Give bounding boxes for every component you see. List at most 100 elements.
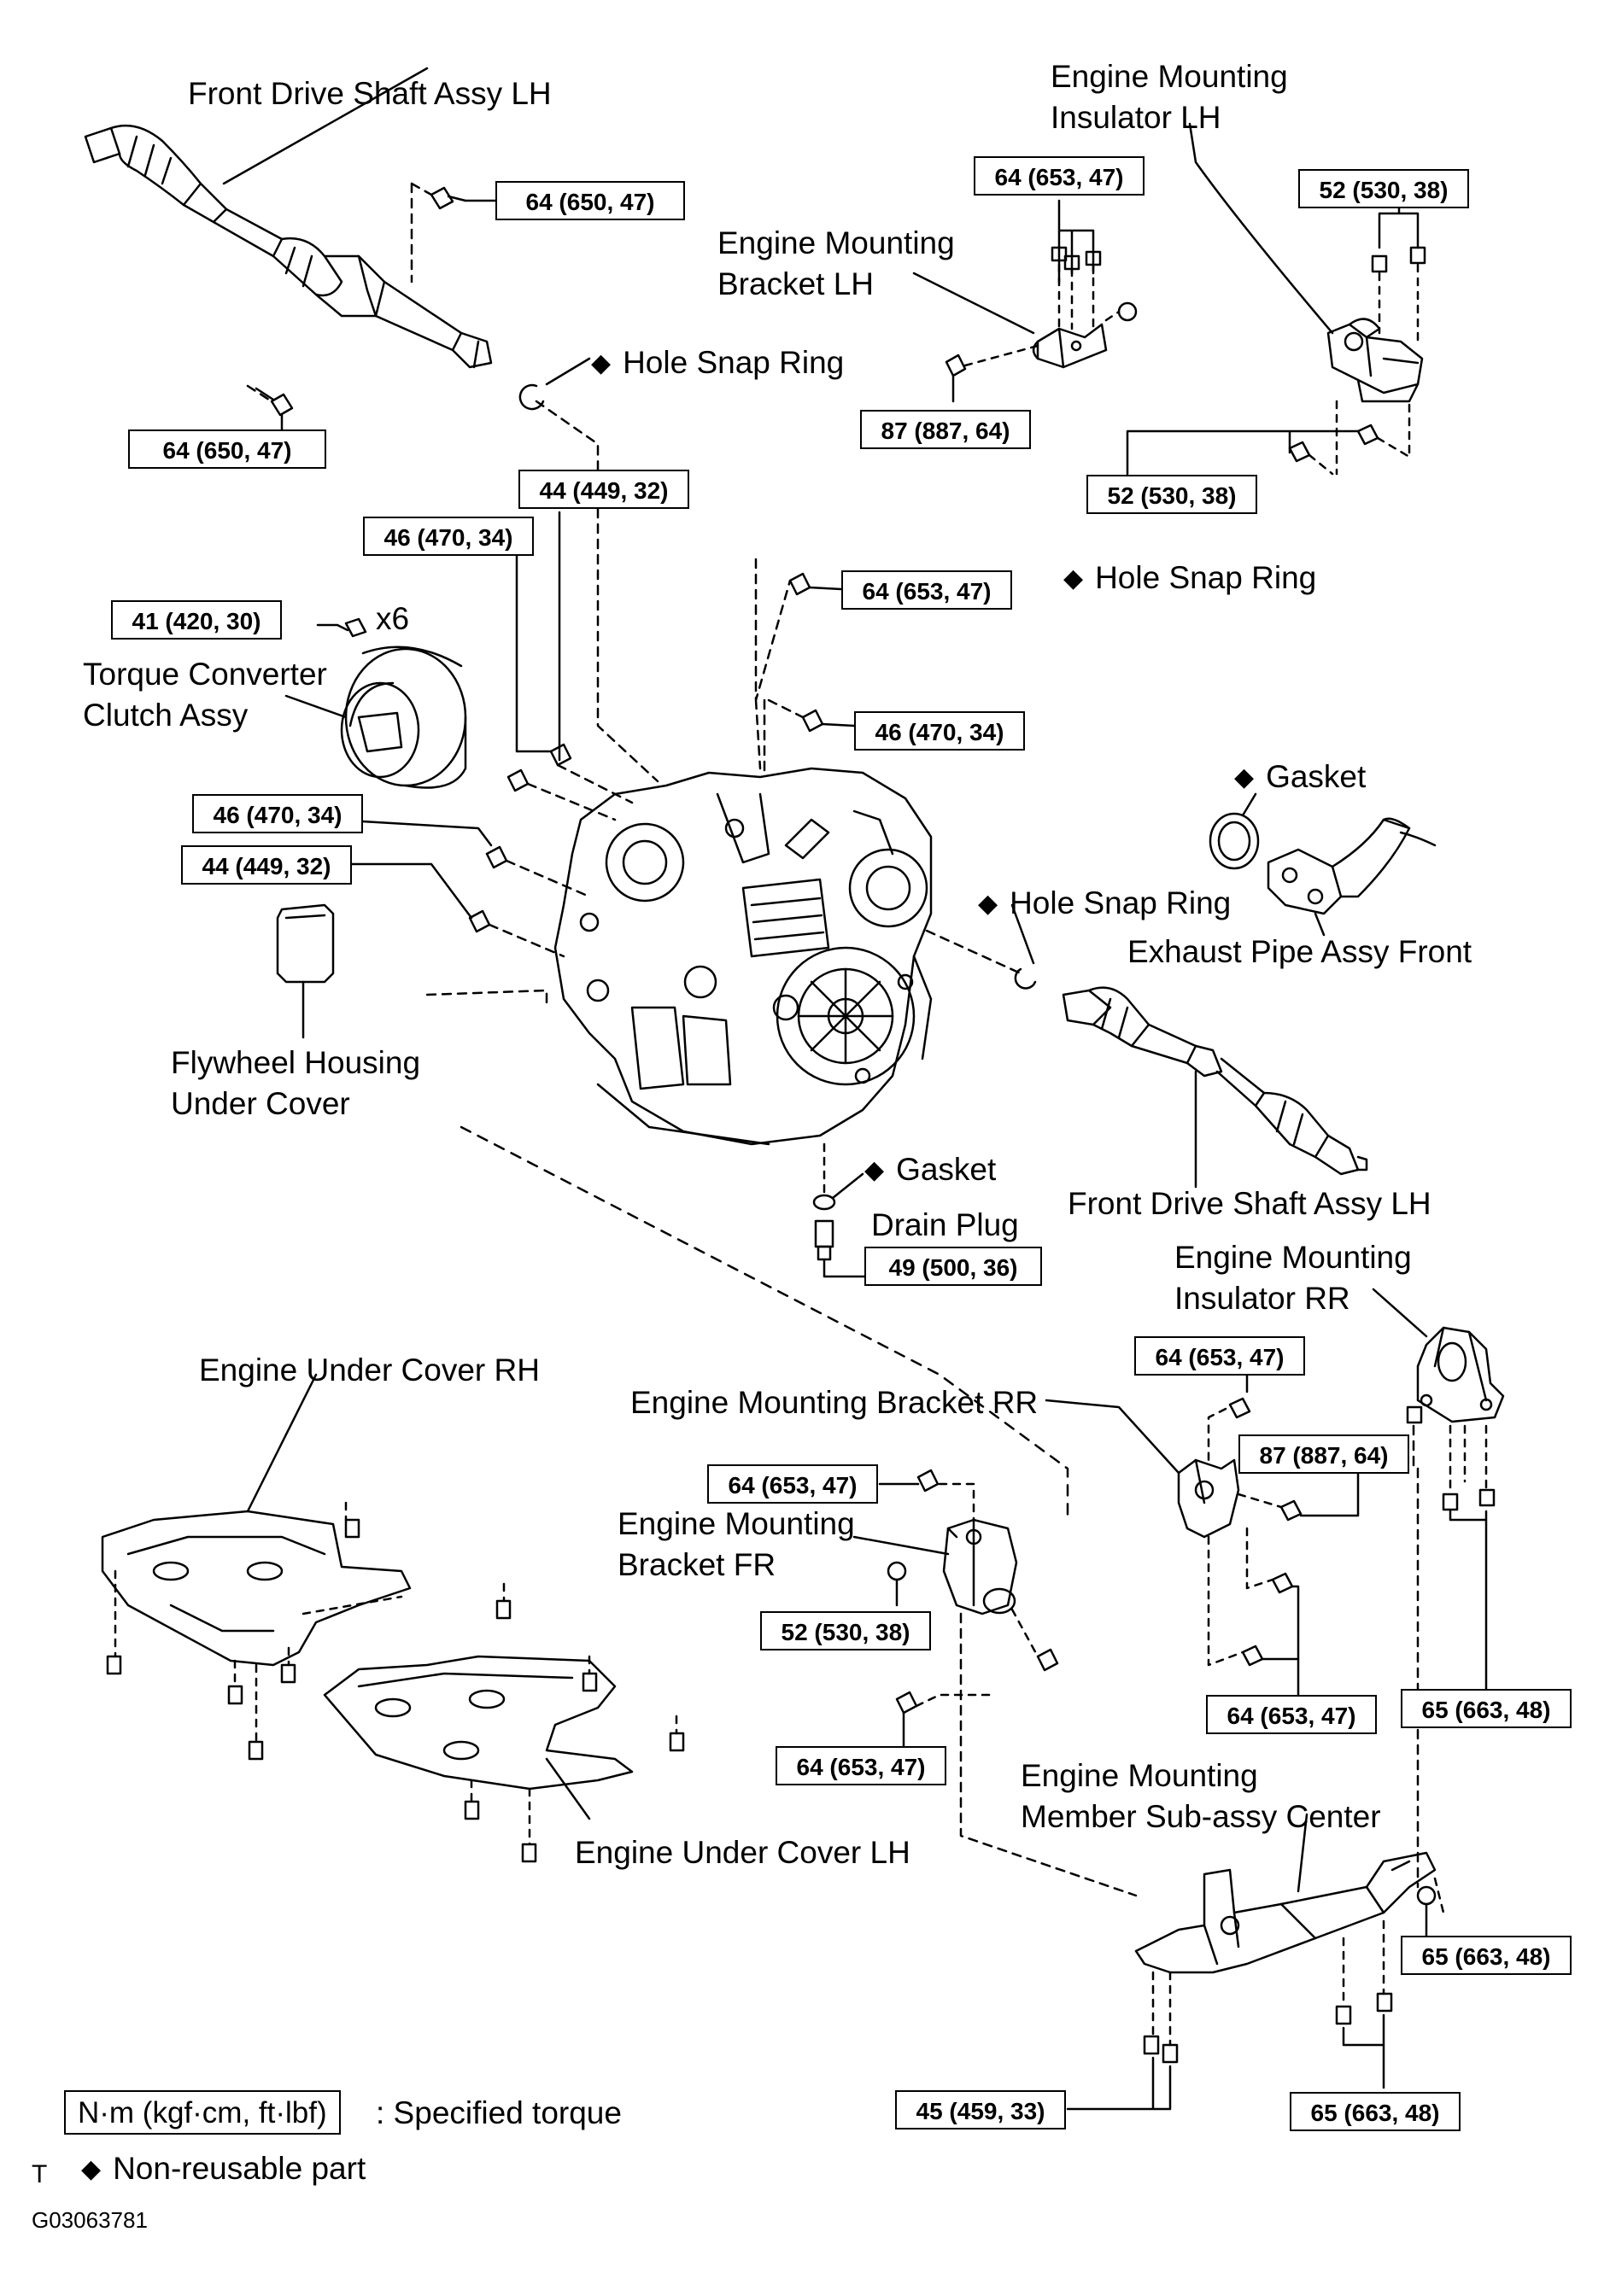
torque-box-t08: 46 (470, 34) <box>363 517 534 556</box>
exhaust-pipe-drawing <box>1267 817 1437 915</box>
legend-nonreusable: Non-reusable part <box>81 2147 366 2193</box>
leader-torque-converter <box>284 694 348 719</box>
bolt-top-shaft-1 <box>430 186 467 210</box>
leader-gasket-drain <box>831 1172 864 1200</box>
leader-bracket-lh <box>912 272 1035 335</box>
dash-top-shaft-2 <box>246 384 273 403</box>
torque-box-t13: 44 (449, 32) <box>181 845 352 885</box>
torque-box-t03: 64 (653, 47) <box>974 156 1145 196</box>
torque-box-t07: 44 (449, 32) <box>518 470 689 509</box>
torque-box-t11: 46 (470, 34) <box>854 711 1025 751</box>
label-hole-snap-ring-2: Hole Snap Ring <box>1063 557 1316 602</box>
label-bracket-lh-2: Bracket LH <box>717 266 875 301</box>
dash-transaxle-top <box>754 558 792 770</box>
dash-snap-to-case <box>596 476 659 783</box>
engine-mounting-bracket-lh-drawing <box>1032 323 1108 369</box>
bolts-transaxle <box>468 572 824 933</box>
label-exhaust-pipe: Exhaust Pipe Assy Front <box>1127 934 1472 969</box>
engine-under-cover-lh-drawing <box>323 1655 634 1791</box>
torque-box-t24: 65 (663, 48) <box>1290 2092 1461 2131</box>
label-hole-snap-ring-1: Hole Snap Ring <box>591 342 844 387</box>
leader-snap-ring-1 <box>545 357 591 386</box>
leader-exhaust <box>1314 912 1326 937</box>
torque-converter-drawing <box>340 646 467 789</box>
dash-flywheel <box>425 989 548 1009</box>
gasket-drain <box>812 1194 836 1211</box>
torque-box-t19: 64 (653, 47) <box>776 1746 946 1785</box>
legend-unit-text: : Specified torque <box>376 2095 622 2130</box>
bolts-cover-lh <box>280 1663 685 1863</box>
bolt-bracket-lh-side <box>945 353 967 377</box>
bolts-member <box>1143 1885 1437 2064</box>
engine-mounting-member-drawing <box>1134 1851 1437 1974</box>
leader-cover-rh <box>246 1373 318 1513</box>
torque-box-t22: 65 (663, 48) <box>1401 1936 1572 1975</box>
label-bracket-lh-1: Engine Mounting <box>717 225 955 260</box>
dash-bracket-lh-side <box>963 344 1039 367</box>
label-front-drive-shaft-top: Front Drive Shaft Assy LH <box>188 76 552 111</box>
label-bracket-rr: Engine Mounting Bracket RR <box>630 1385 1039 1420</box>
dash-bracket-lh-bolts <box>1057 263 1095 330</box>
torque-box-t14: 49 (500, 36) <box>864 1247 1042 1286</box>
bolts-insulator-rr <box>1406 1405 1496 1511</box>
leader-member <box>1297 1813 1308 1893</box>
dash-member-nut <box>1433 1877 1445 1914</box>
engine-mounting-insulator-rr-drawing <box>1416 1326 1505 1423</box>
label-insulator-rr-2: Insulator RR <box>1174 1281 1350 1316</box>
drain-plug-drawing <box>814 1219 834 1261</box>
torque-box-t18: 52 (530, 38) <box>760 1611 931 1650</box>
torque-box-t09: 64 (653, 47) <box>841 570 1012 610</box>
dash-bracket-fr-side <box>1010 1608 1039 1658</box>
leader-t13 <box>350 862 473 920</box>
engine-mounting-bracket-rr-drawing <box>1177 1458 1240 1539</box>
leader-insulator-lh <box>1188 122 1334 335</box>
dash-transaxle-left <box>488 763 634 958</box>
leader-t09-t11 <box>808 586 856 727</box>
dash-snap-ring-3 <box>925 929 1022 975</box>
leader-t04 <box>1378 199 1420 249</box>
torque-box-t12: 46 (470, 34) <box>192 794 363 833</box>
label-member-2: Member Sub-assy Center <box>1021 1799 1381 1834</box>
dash-insulator-rr <box>1449 1424 1488 1496</box>
leader-t20 <box>1261 1585 1300 1697</box>
torque-box-t04: 52 (530, 38) <box>1298 169 1469 208</box>
dash-cover-rh <box>114 1501 506 1744</box>
legend-unit-box: N·m (kgf·cm, ft·lbf) <box>64 2090 341 2135</box>
label-bracket-fr-2: Bracket FR <box>618 1547 776 1582</box>
dash-bracket-rr-bolts <box>1207 1493 1283 1667</box>
footer-code: G03063781 <box>32 2207 148 2233</box>
dash-bracket-fr-bot <box>915 1693 992 1708</box>
transaxle-case-drawing <box>553 767 933 1146</box>
label-torque-converter-2: Clutch Assy <box>83 698 249 733</box>
leader-shaft-top <box>222 67 429 185</box>
label-front-drive-shaft-bottom: Front Drive Shaft Assy LH <box>1068 1186 1431 1221</box>
bolts-insulator-lh-top <box>1371 246 1426 273</box>
leader-t08 <box>515 528 553 753</box>
torque-box-t17: 64 (653, 47) <box>707 1464 878 1504</box>
bolt-torque-converter <box>344 617 367 638</box>
bolts-bracket-lh <box>1051 246 1102 271</box>
leader-bracket-rr <box>1045 1399 1180 1475</box>
dash-nut-lh <box>1104 310 1121 322</box>
torque-box-t15: 64 (653, 47) <box>1134 1336 1305 1376</box>
leader-t06 <box>1126 429 1360 476</box>
bolt-top-shaft-2 <box>270 393 294 417</box>
label-under-cover-lh: Engine Under Cover LH <box>575 1835 910 1870</box>
dash-bracket-rr-top <box>1207 1407 1227 1462</box>
leader-t23 <box>1066 2056 1172 2111</box>
leader-cover-lh <box>545 1757 591 1820</box>
snap-ring-1 <box>518 383 545 411</box>
dash-case-to-bracket <box>460 1125 1069 1522</box>
torque-box-t16: 87 (887, 64) <box>1238 1434 1409 1474</box>
front-drive-shaft-top-drawing <box>84 124 493 369</box>
flywheel-housing-cover-drawing <box>276 903 335 984</box>
leader-bracket-fr <box>852 1535 950 1556</box>
dash-top-shaft-1 <box>410 182 433 283</box>
label-bracket-fr-1: Engine Mounting <box>618 1506 855 1541</box>
dash-snap-ring-1 <box>535 400 600 480</box>
engine-under-cover-rh-drawing <box>101 1510 412 1667</box>
dash-insulator-lh-side <box>1308 400 1411 476</box>
leader-t12 <box>331 818 493 847</box>
label-under-cover-rh: Engine Under Cover RH <box>199 1352 540 1388</box>
